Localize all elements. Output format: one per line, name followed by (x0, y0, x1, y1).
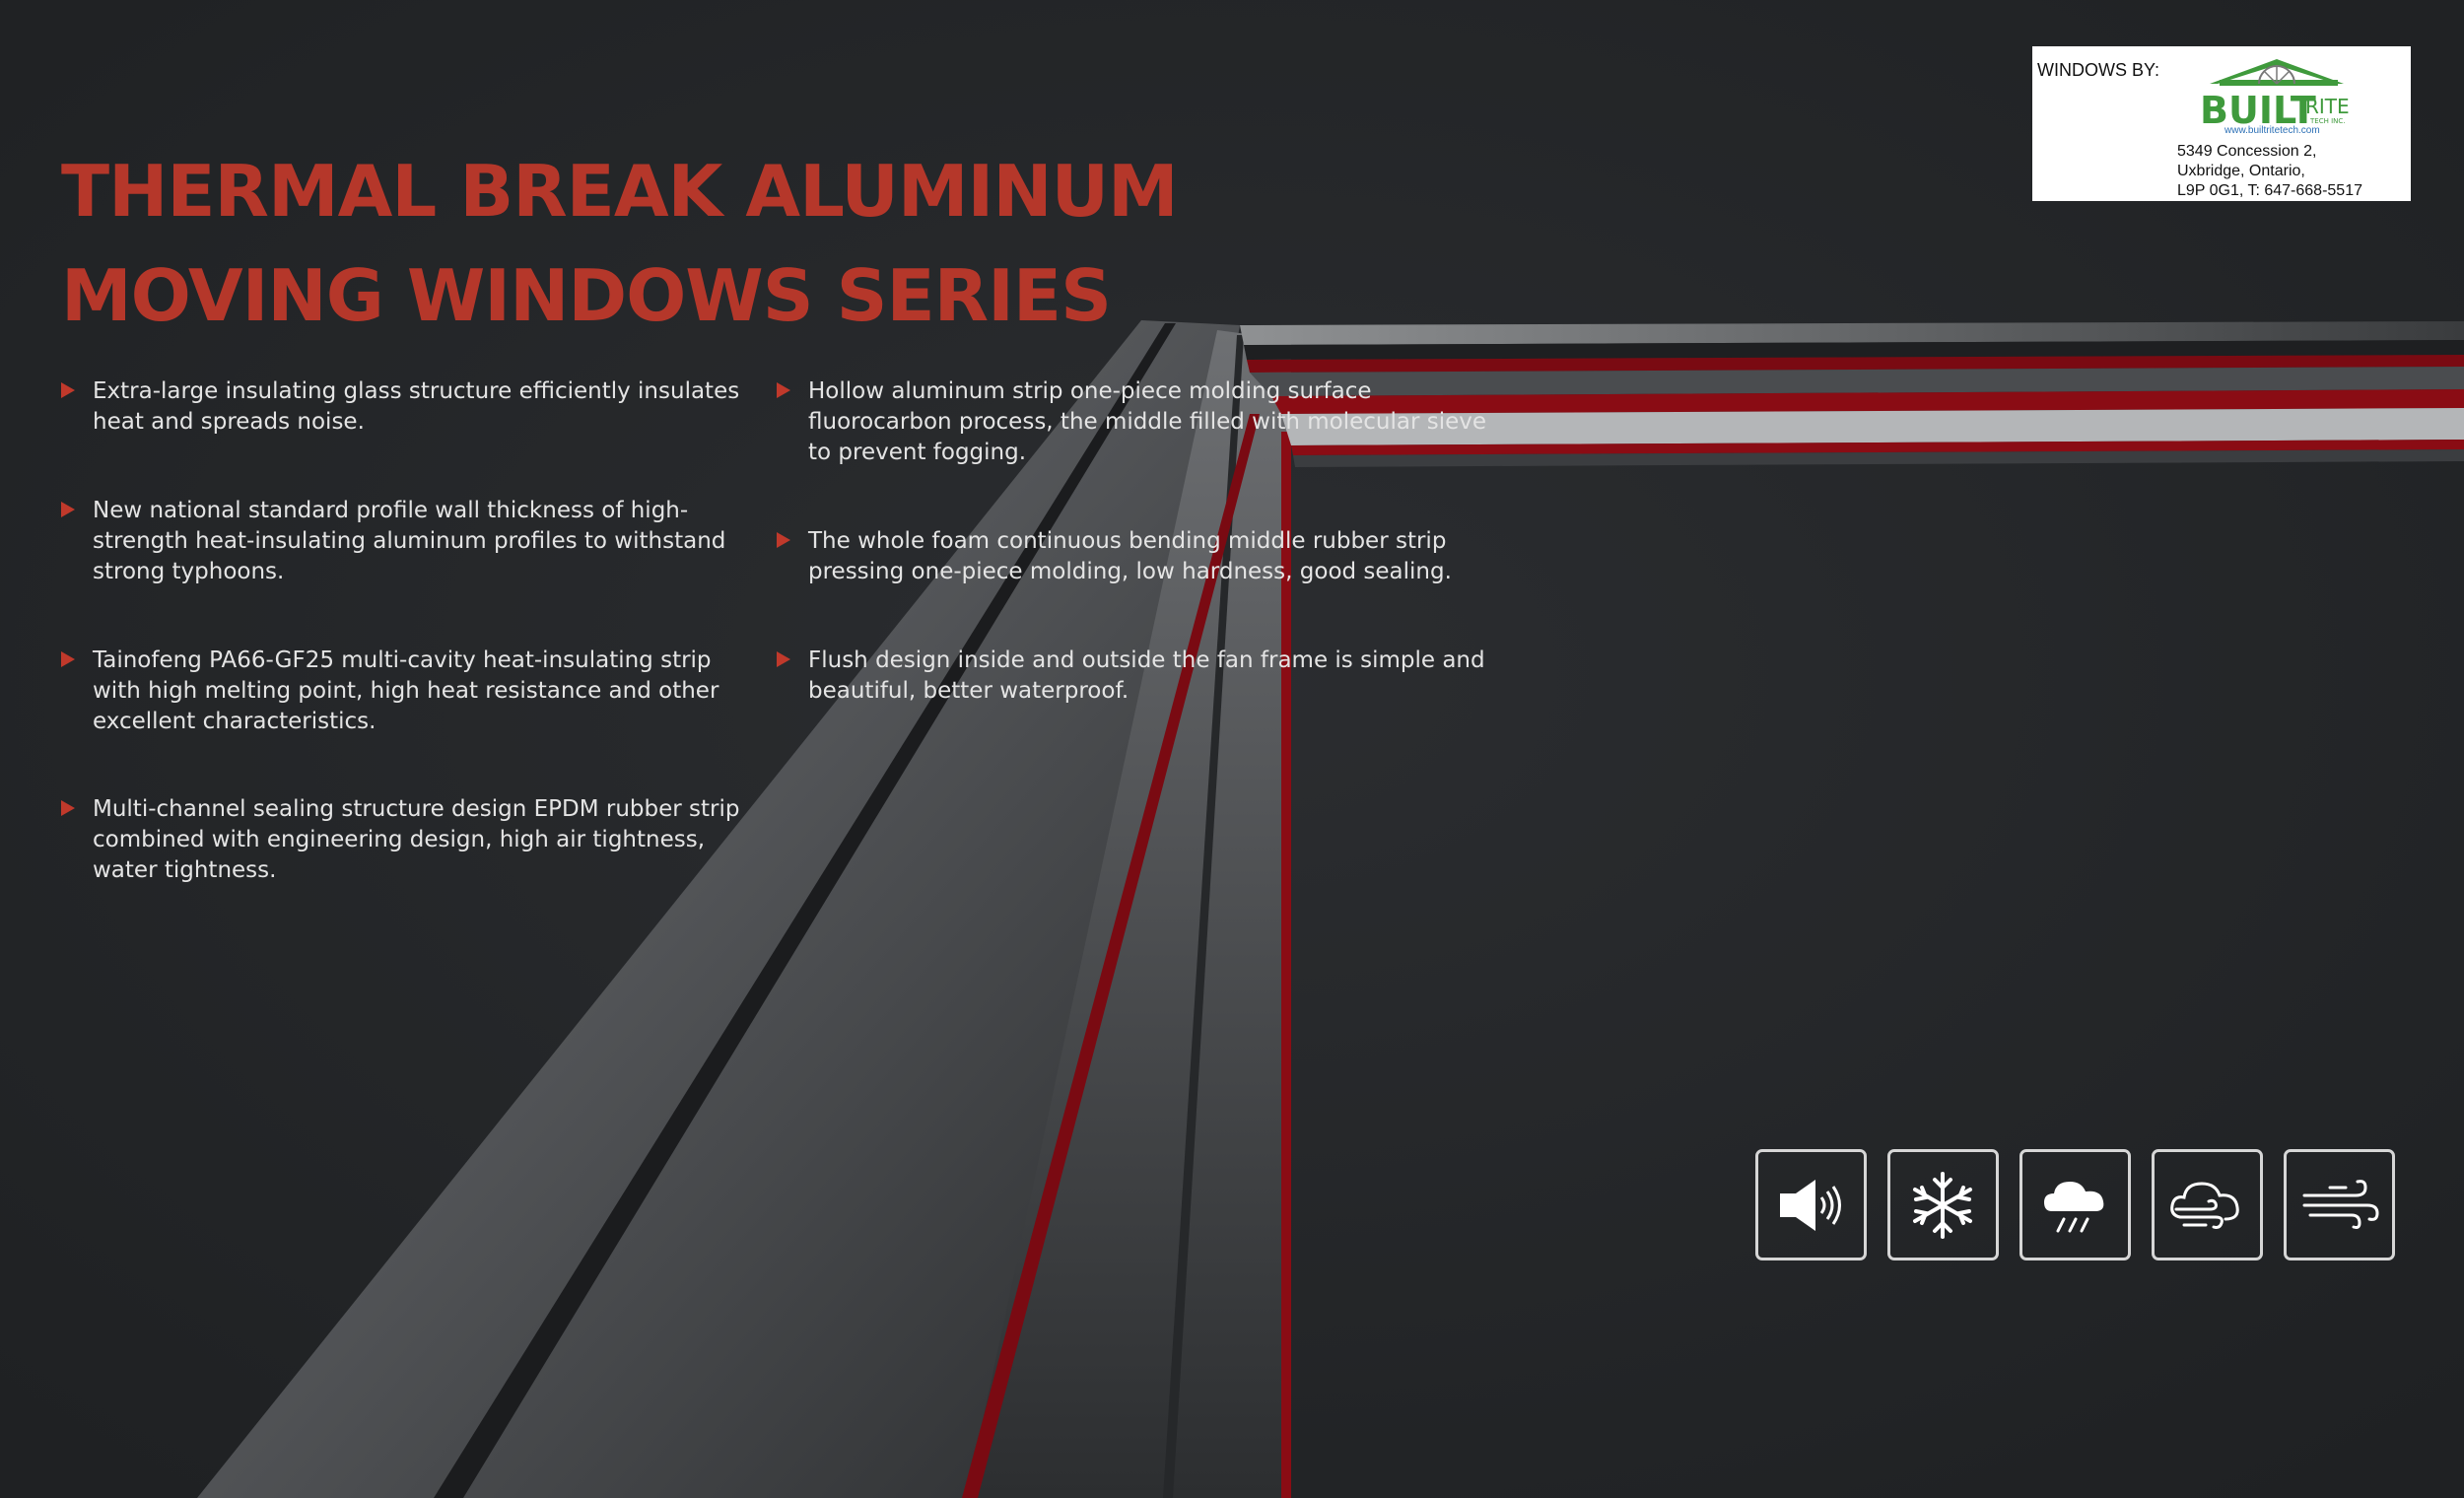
logo-brand-built: BUILT (2200, 89, 2316, 132)
logo-brand-rite: RITE (2305, 95, 2350, 118)
feature-text: Extra-large insulating glass structure e… (93, 378, 740, 435)
wind-icon (2284, 1149, 2395, 1260)
bullet-arrow-icon (61, 800, 75, 816)
wind-cloud-icon (2152, 1149, 2263, 1260)
builtrite-logo-icon: BUILT RITE TECH INC. (2200, 59, 2350, 132)
feature-text: Tainofeng PA66-GF25 multi-cavity heat-in… (93, 647, 719, 734)
feature-text: Hollow aluminum strip one-piece molding … (808, 378, 1487, 465)
bullet-arrow-icon (777, 651, 790, 667)
bullet-arrow-icon (777, 532, 790, 548)
logo-caption: WINDOWS BY: (2037, 60, 2160, 80)
snowflake-icon (1887, 1149, 1999, 1260)
address-line-2: Uxbridge, Ontario, (2177, 163, 2305, 179)
address-line-1: 5349 Concession 2, (2177, 143, 2317, 160)
feature-text: New national standard profile wall thick… (93, 498, 726, 584)
rain-cloud-icon (2019, 1149, 2131, 1260)
address-line-3: L9P 0G1, T: 647-668-5517 (2177, 182, 2362, 199)
sound-insulation-icon (1755, 1149, 1867, 1260)
logo-brand-tech: TECH INC. (2309, 117, 2346, 125)
feature-text: Multi-channel sealing structure design E… (93, 796, 740, 883)
company-logo-box: WINDOWS BY: BUILT RITE TECH INC. www.bui… (2032, 46, 2411, 201)
logo-website: www.builtritetech.com (2224, 125, 2320, 136)
bullet-arrow-icon (61, 651, 75, 667)
page-title-line-2: MOVING WINDOWS SERIES (61, 254, 1112, 337)
bullet-arrow-icon (61, 502, 75, 517)
bullet-arrow-icon (777, 382, 790, 398)
bullet-arrow-icon (61, 382, 75, 398)
feature-text: Flush design inside and outside the fan … (808, 647, 1485, 704)
feature-text: The whole foam continuous bending middle… (808, 528, 1452, 584)
page-title-line-1: THERMAL BREAK ALUMINUM (61, 150, 1179, 233)
